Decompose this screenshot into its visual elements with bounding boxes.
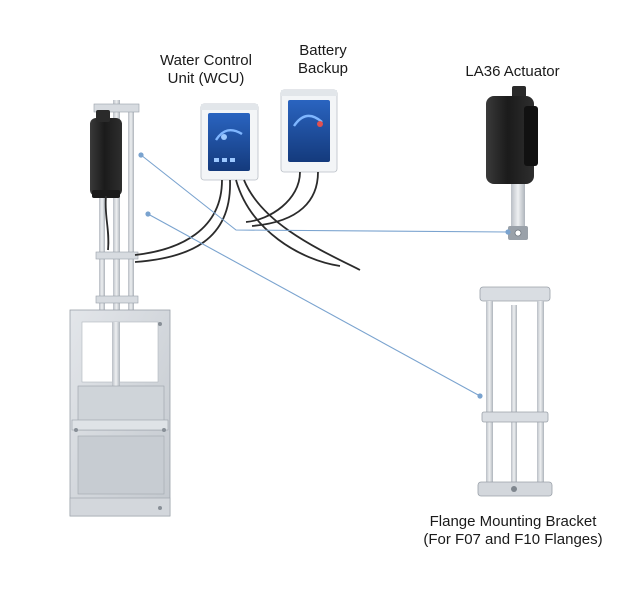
label-wcu-line1: Water Control — [160, 52, 252, 69]
label-flange-mounting-bracket: Flange Mounting Bracket (For F07 and F10… — [418, 513, 608, 549]
callout-dot-bracket — [477, 393, 483, 399]
label-bracket-line2: (For F07 and F10 Flanges) — [423, 531, 603, 548]
callout-line-actuator — [140, 154, 509, 233]
gate-valve-assembly — [69, 100, 171, 517]
la36-actuator — [486, 86, 538, 240]
guide-rod-center — [113, 100, 120, 370]
label-battery-line2: Backup — [297, 60, 349, 77]
callout-dots — [138, 152, 511, 399]
guide-rod-right — [128, 108, 134, 318]
callout-dot-la36 — [505, 229, 511, 235]
cables — [104, 171, 361, 271]
label-la36-actuator: LA36 Actuator — [455, 63, 570, 81]
mounted-actuator — [90, 110, 122, 198]
water-control-unit — [200, 103, 259, 181]
lower-clamp — [95, 295, 139, 304]
label-actuator-line1: LA36 Actuator — [465, 63, 560, 80]
callout-lines — [140, 154, 509, 397]
label-water-control-unit: Water Control Unit (WCU) — [150, 52, 262, 88]
guide-rod-left — [99, 108, 105, 318]
callout-dot-gate-bracket — [145, 211, 151, 217]
battery-backup-unit — [280, 89, 338, 173]
gate-frame — [69, 309, 171, 517]
label-bracket-line1: Flange Mounting Bracket — [429, 513, 597, 530]
callout-dot-gate-actuator — [138, 152, 144, 158]
label-battery-line1: Battery — [299, 42, 347, 59]
label-wcu-line2: Unit (WCU) — [167, 70, 245, 87]
callout-line-bracket — [147, 213, 481, 397]
top-plate — [93, 103, 140, 113]
flange-mounting-bracket — [477, 286, 553, 497]
label-battery-backup: Battery Backup — [283, 42, 363, 78]
mid-clamp — [95, 251, 139, 260]
